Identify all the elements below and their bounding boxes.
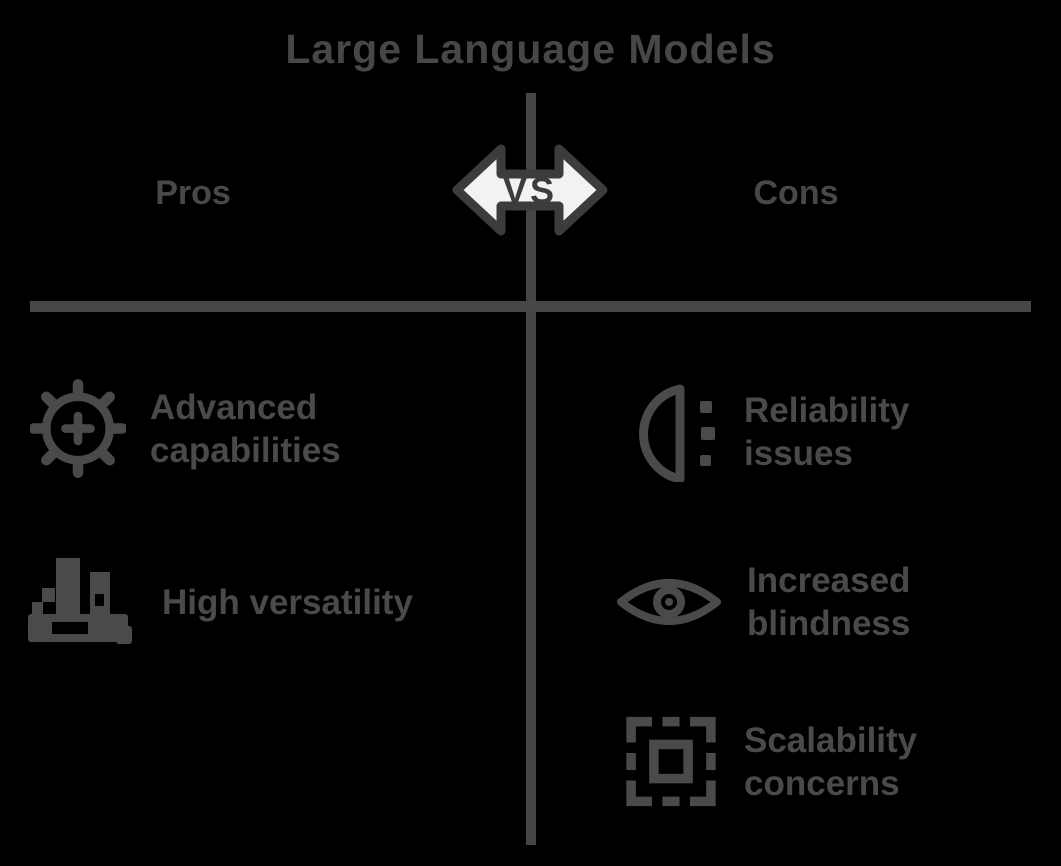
- gear-plus-icon: [30, 379, 126, 478]
- double-arrow-icon: [452, 144, 608, 236]
- item-label-line2: capabilities: [150, 431, 341, 470]
- scale-frame-icon: [626, 716, 716, 807]
- vs-badge: VS: [452, 144, 608, 236]
- pros-item-high-versatility: High versatility: [26, 552, 413, 652]
- horizontal-divider: [30, 301, 1031, 312]
- cons-item-reliability-issues: Reliability issues: [620, 382, 909, 482]
- pros-column-header: Pros: [155, 174, 231, 212]
- item-label-line1: Advanced: [150, 388, 318, 427]
- item-label: High versatility: [162, 581, 413, 624]
- item-label-line1: Scalability: [744, 720, 918, 760]
- eye-icon: [617, 579, 721, 625]
- item-label-line1: Increased: [747, 561, 911, 600]
- cons-item-scalability-concerns: Scalability concerns: [622, 714, 917, 809]
- item-label-line2: issues: [744, 434, 853, 473]
- item-label: Increased blindness: [747, 559, 910, 645]
- half-gauge-dots-icon: [639, 384, 715, 482]
- page-title: Large Language Models: [285, 26, 776, 72]
- item-label-line2: blindness: [747, 604, 911, 643]
- vertical-divider: [526, 93, 536, 845]
- cons-item-increased-blindness: Increased blindness: [615, 554, 910, 650]
- pros-item-advanced-capabilities: Advanced capabilities: [30, 372, 341, 486]
- item-label-line1: High versatility: [162, 582, 413, 622]
- item-label: Scalability concerns: [744, 719, 917, 805]
- item-label: Reliability issues: [744, 389, 909, 475]
- item-label: Advanced capabilities: [150, 386, 341, 472]
- item-label-line1: Reliability: [744, 391, 910, 430]
- machine-tools-icon: [28, 558, 132, 644]
- item-label-line2: concerns: [744, 763, 900, 803]
- vs-label: VS: [503, 170, 557, 211]
- cons-column-header: Cons: [753, 174, 839, 212]
